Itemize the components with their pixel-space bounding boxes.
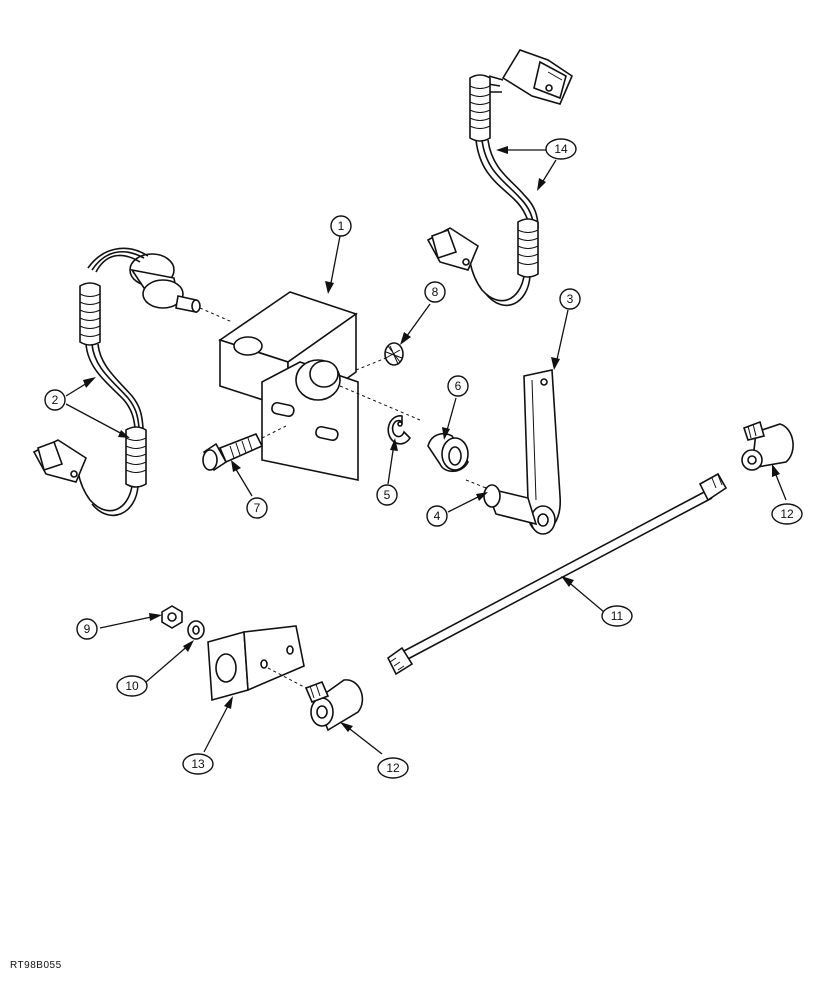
sensor-harness bbox=[32, 247, 233, 517]
callout-2-label: 2 bbox=[52, 393, 59, 407]
callout-3: 3 bbox=[559, 288, 581, 310]
callout-14: 14 bbox=[545, 138, 577, 160]
washer bbox=[187, 620, 205, 640]
callout-6: 6 bbox=[447, 375, 469, 397]
rod bbox=[386, 472, 728, 676]
callout-11: 11 bbox=[601, 605, 633, 627]
callout-3-label: 3 bbox=[567, 292, 574, 306]
callout-4: 4 bbox=[426, 505, 448, 527]
lever-shaft bbox=[465, 479, 538, 526]
callout-9: 9 bbox=[76, 618, 98, 640]
bushing bbox=[427, 432, 469, 473]
leader-lines bbox=[65, 146, 787, 755]
callout-12-lower: 12 bbox=[377, 757, 409, 779]
bolt bbox=[202, 425, 287, 472]
callout-13-label: 13 bbox=[191, 757, 205, 771]
callout-12-right-label: 12 bbox=[780, 507, 794, 521]
callout-12-lower-label: 12 bbox=[386, 761, 400, 775]
callout-4-label: 4 bbox=[434, 509, 441, 523]
callout-6-label: 6 bbox=[455, 379, 462, 393]
nut bbox=[161, 605, 183, 629]
support-bracket bbox=[207, 625, 307, 702]
callout-14-label: 14 bbox=[554, 142, 568, 156]
connector-harness bbox=[426, 49, 573, 307]
callout-12-right: 12 bbox=[771, 503, 803, 525]
callout-1: 1 bbox=[330, 215, 352, 237]
callout-10-label: 10 bbox=[125, 679, 139, 693]
callout-1-label: 1 bbox=[338, 219, 345, 233]
ball-joint bbox=[741, 420, 794, 471]
callout-8-label: 8 bbox=[432, 285, 439, 299]
callout-10: 10 bbox=[116, 675, 148, 697]
callout-9-label: 9 bbox=[84, 622, 91, 636]
callout-13: 13 bbox=[182, 753, 214, 775]
callout-8: 8 bbox=[424, 281, 446, 303]
e-clip bbox=[387, 415, 412, 445]
mounting-bracket bbox=[218, 291, 421, 481]
callout-5-label: 5 bbox=[384, 488, 391, 502]
callout-5: 5 bbox=[376, 484, 398, 506]
push-nut bbox=[355, 342, 404, 371]
callout-7-label: 7 bbox=[254, 501, 261, 515]
figure-code: RT98B055 bbox=[10, 960, 62, 971]
callout-7: 7 bbox=[246, 497, 268, 519]
callout-11-label: 11 bbox=[611, 609, 624, 623]
callout-2: 2 bbox=[44, 389, 66, 411]
ball-joint bbox=[304, 679, 364, 732]
